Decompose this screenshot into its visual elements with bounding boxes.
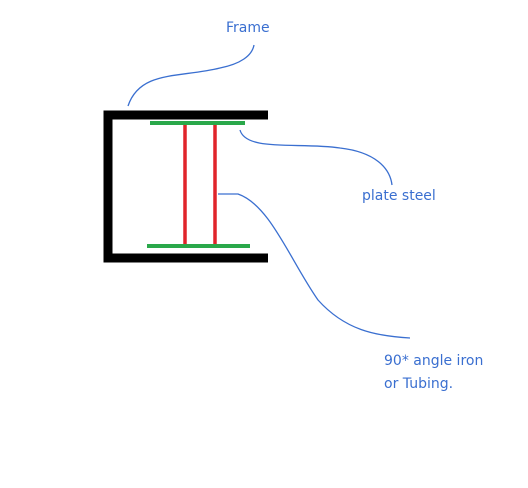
frame-channel	[103, 110, 268, 263]
plate-steel-label: plate steel	[362, 188, 436, 204]
angle-iron-label-line2: or Tubing.	[384, 376, 454, 392]
plate-steel-leader-line	[239, 129, 393, 186]
frame-label: Frame	[226, 20, 270, 36]
angle-iron-leader-line	[218, 193, 411, 339]
frame-leader-line	[127, 44, 255, 107]
angle-iron-label-line1: 90* angle iron	[384, 353, 484, 369]
